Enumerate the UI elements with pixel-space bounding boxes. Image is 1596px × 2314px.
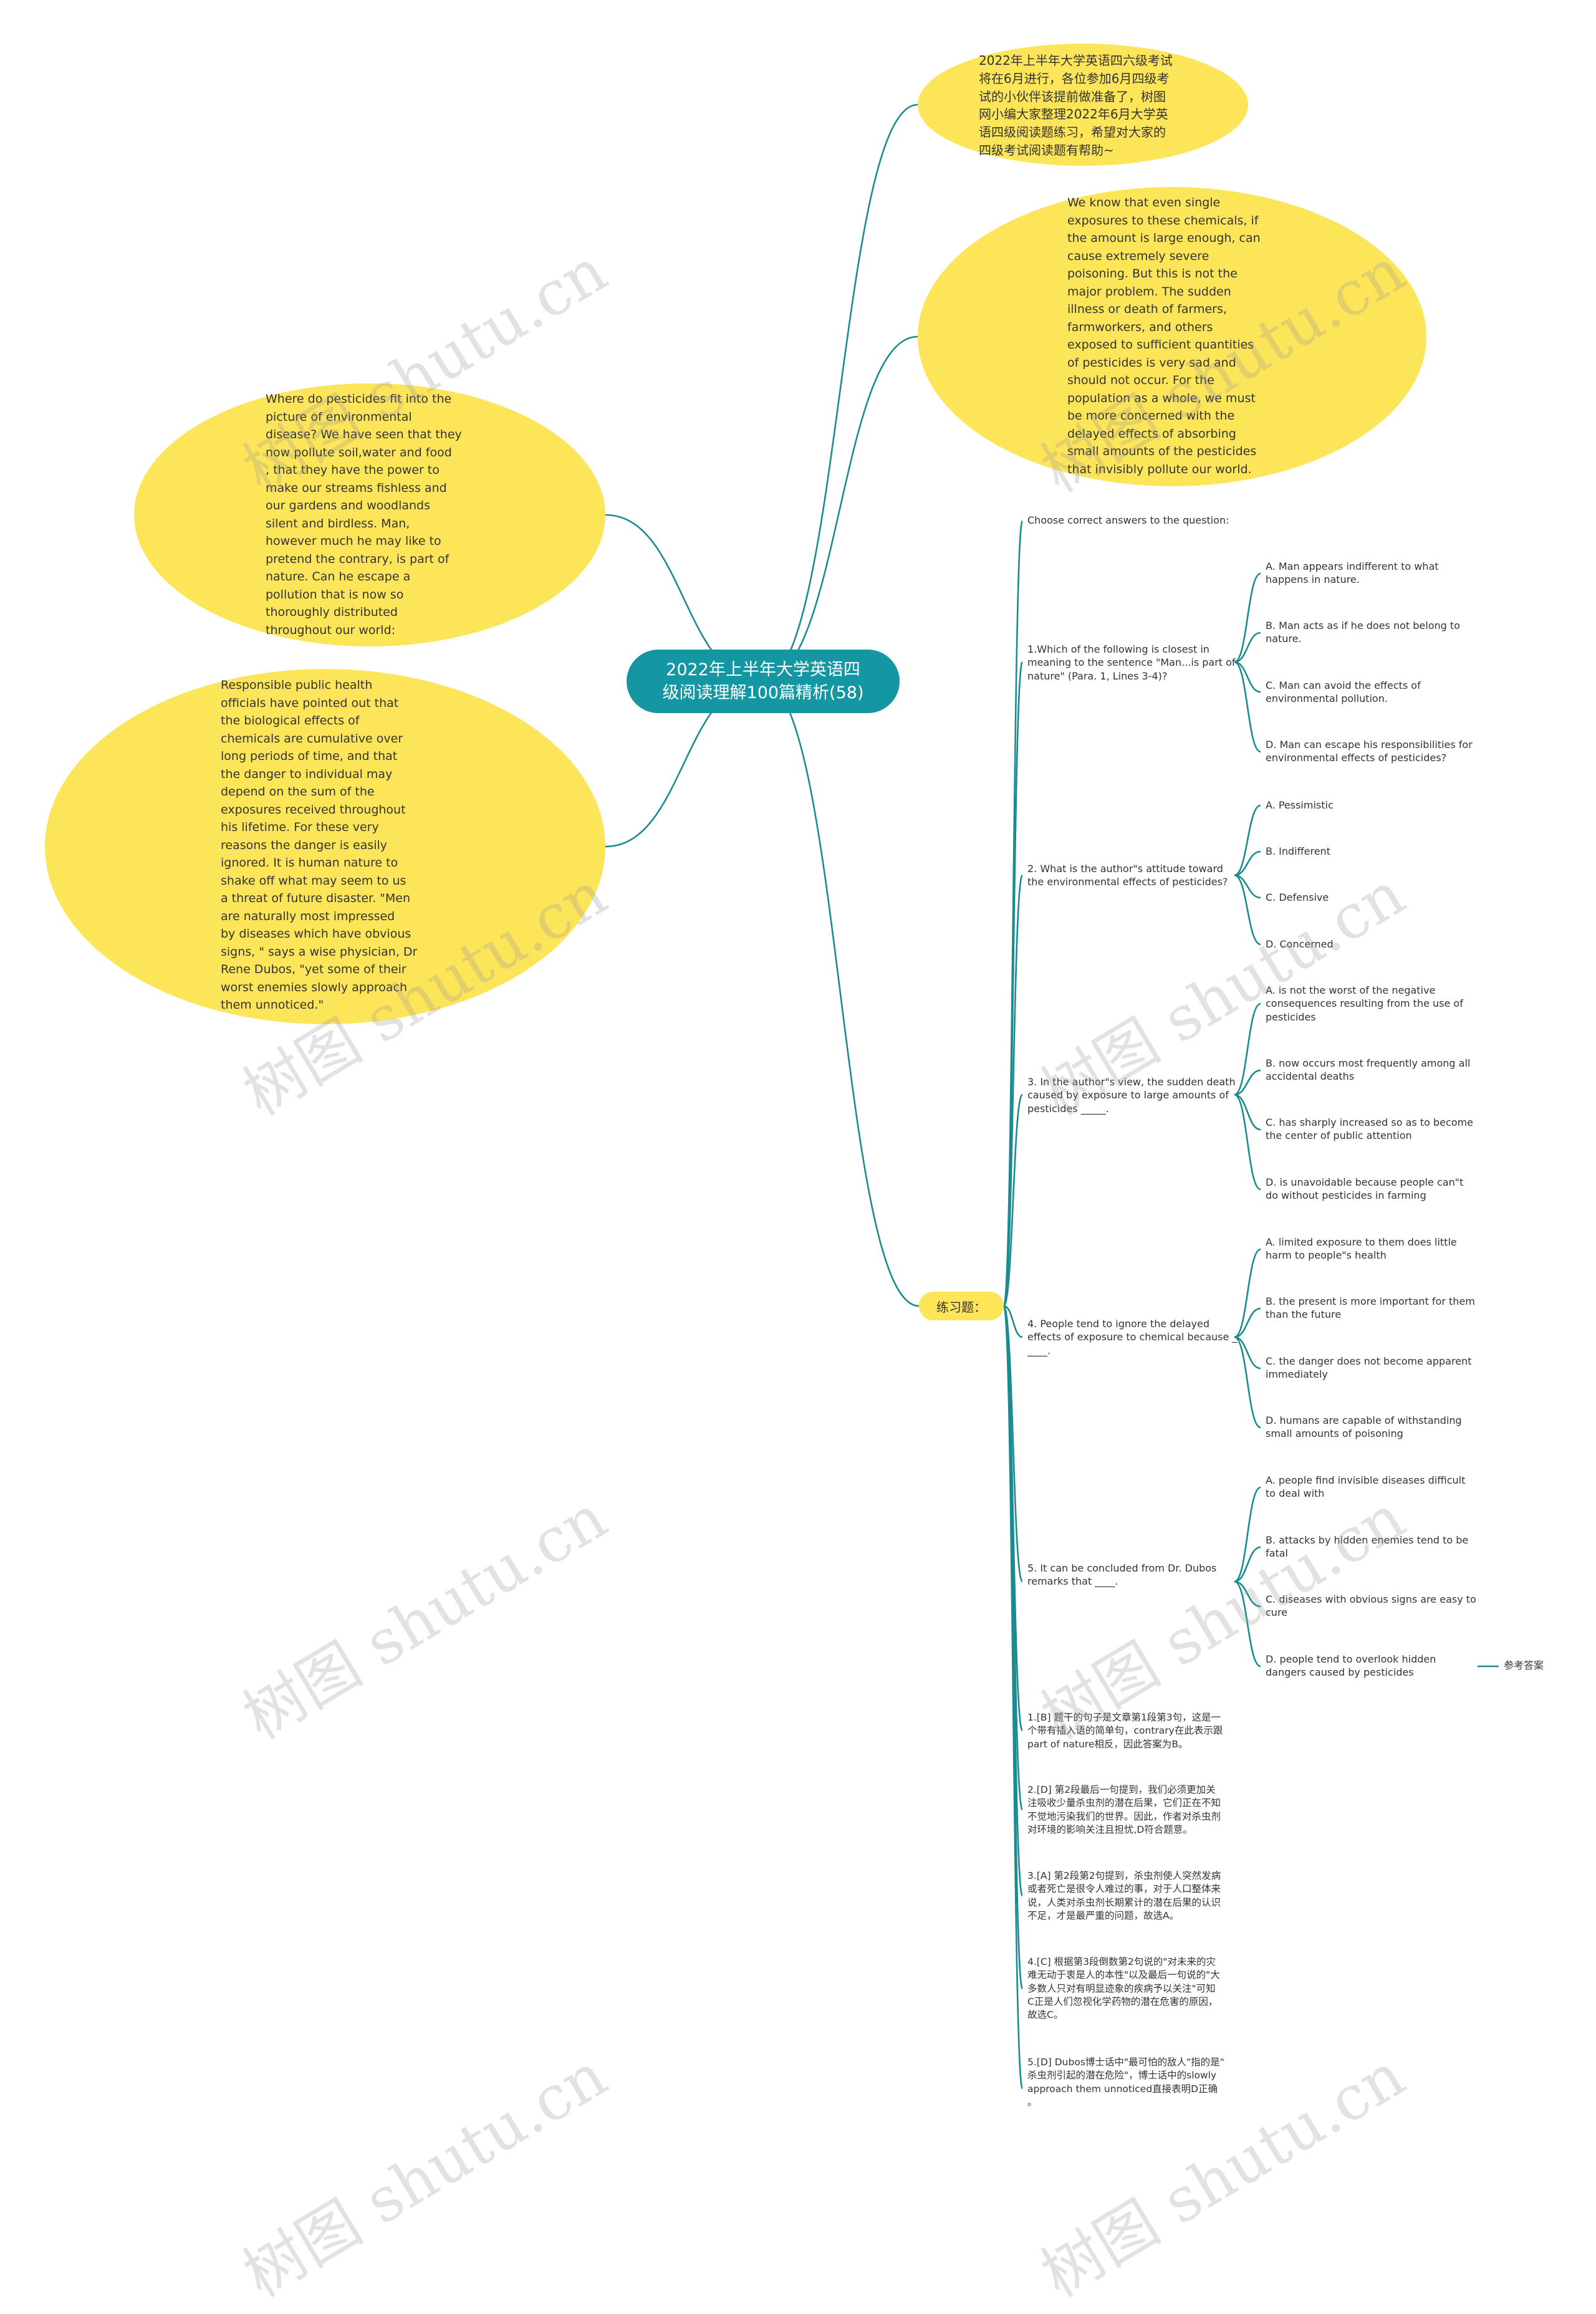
question-4-option-c[interactable]: C. the danger does not become apparent i… bbox=[1266, 1355, 1472, 1381]
connector bbox=[1234, 1307, 1261, 1338]
connector bbox=[1002, 874, 1024, 1307]
connector bbox=[1234, 1069, 1261, 1096]
root-label: 2022年上半年大学英语四 级阅读理解100篇精析(58) bbox=[662, 660, 864, 703]
connector-lines bbox=[605, 103, 1499, 2090]
connector bbox=[761, 103, 918, 683]
explanation-2: 2.[D] 第2段最后一句提到，我们必须更加关 注吸收少量杀虫剂的潜在后果，它们… bbox=[1027, 1784, 1221, 1835]
question-2-option-b[interactable]: B. Indifferent bbox=[1266, 845, 1330, 857]
connector bbox=[1003, 1305, 1023, 1338]
question-2-option-a[interactable]: A. Pessimistic bbox=[1266, 799, 1334, 811]
question-3-option-b[interactable]: B. now occurs most frequently among all … bbox=[1266, 1057, 1471, 1083]
paragraph3-text: Responsible public health officials have… bbox=[221, 678, 418, 1012]
connector bbox=[1234, 1248, 1261, 1338]
connector bbox=[1234, 1093, 1261, 1131]
paragraph2-node[interactable] bbox=[918, 187, 1426, 486]
connector bbox=[1234, 1002, 1261, 1096]
explanation-4: 4.[C] 根据第3段倒数第2句说的"对未来的灾 难无动于衷是人的本性"以及最后… bbox=[1027, 1956, 1220, 2021]
question-1-option-b[interactable]: B. Man acts as if he does not belong to … bbox=[1266, 620, 1460, 645]
paragraph1-node[interactable] bbox=[134, 383, 605, 646]
connector bbox=[761, 680, 920, 1307]
explanation-1: 1.[B] 题干的句子是文章第1段第3句，这是一 个带有插入语的简单句，cont… bbox=[1027, 1712, 1223, 1750]
question-5[interactable]: 5. It can be concluded from Dr. Dubos re… bbox=[1027, 1562, 1217, 1588]
paragraph3-node[interactable] bbox=[45, 669, 605, 1024]
explanation-5: 5.[D] Dubos博士话中"最可怕的敌人"指的是" 杀虫剂引起的潜在危险"，… bbox=[1027, 2057, 1224, 2108]
question-4-option-a[interactable]: A. limited exposure to them does little … bbox=[1266, 1236, 1457, 1262]
connector bbox=[1234, 661, 1261, 693]
connector bbox=[1234, 631, 1261, 663]
exercise-node[interactable]: 练习题： bbox=[919, 1292, 1004, 1320]
exercise-label: 练习题： bbox=[936, 1299, 986, 1315]
root-node[interactable]: 2022年上半年大学英语四 级阅读理解100篇精析(58) bbox=[627, 650, 900, 713]
connector bbox=[1002, 1093, 1024, 1307]
explanation-3: 3.[A] 第2段第2句提到，杀虫剂使人突然发病 或者死亡是很令人难过的事，对于… bbox=[1027, 1870, 1221, 1921]
intro-node[interactable] bbox=[918, 44, 1248, 166]
question-3-option-a[interactable]: A. is not the worst of the negative cons… bbox=[1266, 984, 1463, 1023]
question-3[interactable]: 3. In the author"s view, the sudden deat… bbox=[1027, 1076, 1236, 1115]
question-5-option-c[interactable]: C. diseases with obvious signs are easy … bbox=[1266, 1593, 1476, 1619]
question-4[interactable]: 4. People tend to ignore the delayed eff… bbox=[1027, 1318, 1238, 1356]
question-4-option-b[interactable]: B. the present is more important for the… bbox=[1266, 1295, 1475, 1321]
question-5-option-b[interactable]: B. attacks by hidden enemies tend to be … bbox=[1266, 1534, 1469, 1560]
connector bbox=[1234, 1580, 1261, 1668]
connector bbox=[1234, 1093, 1261, 1191]
question-2[interactable]: 2. What is the author"s attitude toward … bbox=[1027, 863, 1228, 888]
connector bbox=[1234, 874, 1261, 946]
question-1-option-c[interactable]: C. Man can avoid the effects of environm… bbox=[1266, 679, 1421, 705]
question-5-option-d[interactable]: D. people tend to overlook hidden danger… bbox=[1266, 1653, 1436, 1679]
connector bbox=[1234, 1486, 1261, 1583]
question-3-option-c[interactable]: C. has sharply increased so as to become… bbox=[1266, 1116, 1474, 1142]
answer-key-label[interactable]: 参考答案 bbox=[1504, 1659, 1544, 1671]
question-1-option-a[interactable]: A. Man appears indifferent to what happe… bbox=[1266, 560, 1439, 586]
question-5-option-a[interactable]: A. people find invisible diseases diffic… bbox=[1266, 1474, 1466, 1500]
question-1[interactable]: 1.Which of the following is closest in m… bbox=[1027, 643, 1236, 682]
connector bbox=[1234, 850, 1261, 876]
question-3-option-d[interactable]: D. is unavoidable because people can"t d… bbox=[1266, 1176, 1464, 1202]
paragraph2-text: We know that even single exposures to th… bbox=[1067, 196, 1261, 476]
question-2-option-c[interactable]: C. Defensive bbox=[1266, 891, 1329, 903]
connector bbox=[1234, 572, 1261, 663]
connector bbox=[1234, 1546, 1261, 1583]
question-2-option-d[interactable]: D. Concerned bbox=[1266, 938, 1334, 950]
instruction-text: Choose correct answers to the question: bbox=[1027, 514, 1229, 526]
connector bbox=[1234, 1336, 1261, 1429]
intro-text: 2022年上半年大学英语四六级考试 将在6月进行，各位参加6月四级考 试的小伙伴… bbox=[979, 53, 1173, 158]
connector bbox=[1234, 1336, 1261, 1370]
question-4-option-d[interactable]: D. humans are capable of withstanding sm… bbox=[1266, 1414, 1462, 1440]
connector bbox=[1002, 1305, 1024, 2090]
connector bbox=[1234, 661, 1261, 753]
question-1-option-d[interactable]: D. Man can escape his responsibilities f… bbox=[1266, 739, 1473, 764]
connector bbox=[1234, 804, 1261, 876]
connector bbox=[1234, 1580, 1261, 1608]
paragraph1-text: Where do pesticides fit into the picture… bbox=[266, 392, 462, 637]
